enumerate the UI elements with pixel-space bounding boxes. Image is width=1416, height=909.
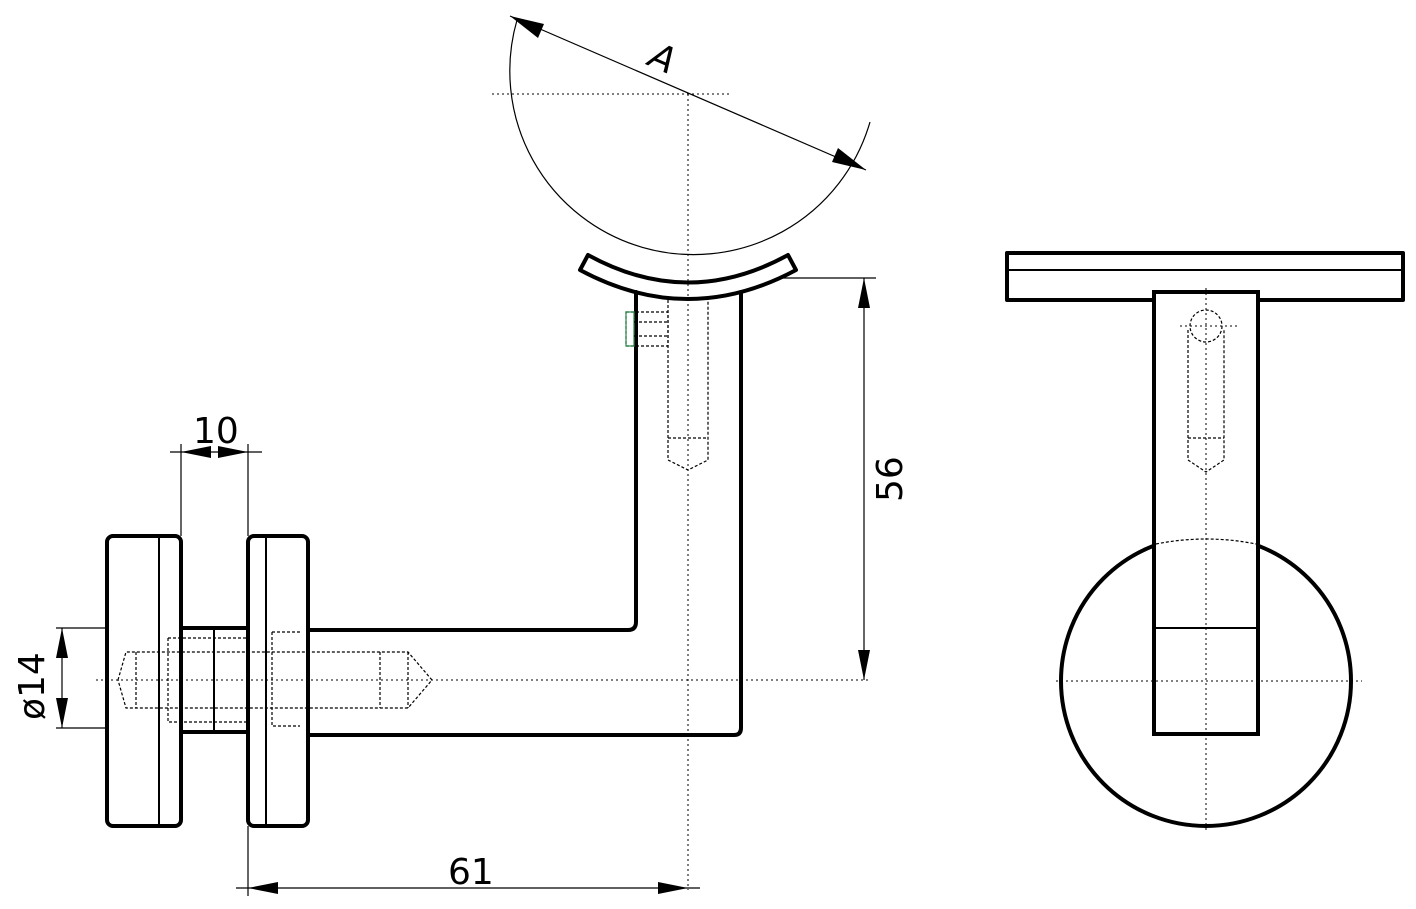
dim-56-arrow-bottom [858, 650, 870, 680]
saddle-plate [578, 253, 798, 301]
dim-a-line [509, 15, 867, 171]
dim-56-label: 56 [870, 456, 911, 502]
clamp-disc-inner [246, 534, 310, 828]
dim-a-arrow-end [832, 148, 866, 170]
dim-61-label: 61 [448, 852, 494, 893]
set-screw-lines [634, 321, 668, 337]
dim-a-arrow-start [510, 16, 544, 38]
front-view [1005, 251, 1405, 832]
dim-14-arrow-top [56, 628, 68, 658]
dimensions: A 10 56 61 ø14 [12, 15, 911, 896]
dim-56-arrow-top [858, 278, 870, 308]
clamp-bolt-hidden [117, 631, 433, 727]
dim-10-arrow-right [218, 446, 248, 458]
set-screw-marker [625, 311, 635, 347]
dim-14-label: ø14 [12, 652, 53, 720]
handrail-arc [509, 19, 871, 256]
saddle-post-top [635, 291, 742, 300]
dim-61-arrow-right [658, 882, 688, 894]
dim-10-arrow-left [181, 446, 211, 458]
bracket-arm [306, 290, 743, 737]
side-view [96, 19, 871, 890]
dim-61-arrow-left [248, 882, 278, 894]
dim-14-arrow-bottom [56, 698, 68, 728]
dim-10-label: 10 [193, 411, 239, 452]
set-screw-hidden [625, 311, 669, 347]
